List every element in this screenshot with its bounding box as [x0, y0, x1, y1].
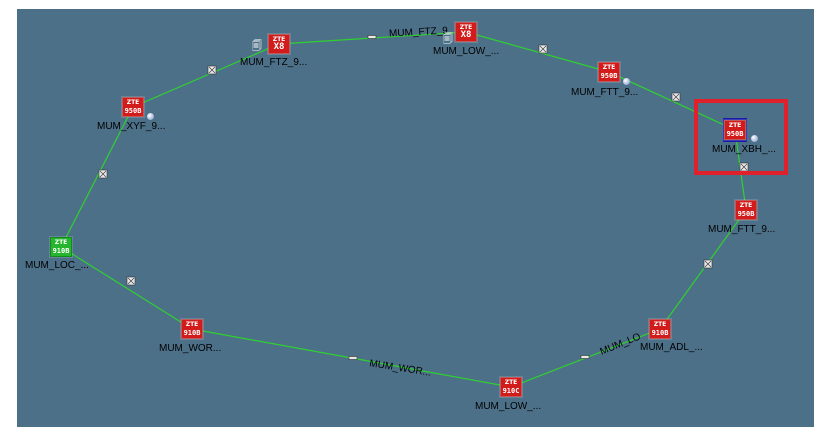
node-label: MUM_FTT_9... [571, 87, 639, 98]
highlight-rectangle [694, 99, 788, 175]
status-ball-icon [751, 135, 758, 142]
link-markers [98, 35, 749, 360]
node-label: MUM_FTT_9... [708, 224, 776, 235]
node-label: MUM_LOC_... [25, 260, 89, 271]
link-loc-xyf[interactable] [60, 106, 134, 248]
link-ftt2-adl[interactable] [659, 209, 747, 330]
node-label: MUM_WOR... [159, 343, 222, 354]
link-wor-loc[interactable] [60, 246, 193, 330]
stack-icon: 🗐 [252, 41, 262, 52]
node-label: MUM_XBH_... [712, 144, 776, 155]
link-low-ftt[interactable] [465, 31, 610, 73]
node-label: MUM_LOW_... [475, 401, 542, 412]
node-label: MUM_ADL_... [640, 342, 703, 353]
node-label: MUM_LOW_... [433, 46, 500, 57]
node-label: MUM_FTZ_9... [240, 57, 308, 68]
status-ball-icon [623, 78, 630, 85]
link-xyf-ftz[interactable] [132, 43, 280, 108]
node-label: MUM_XYF_9... [97, 121, 166, 132]
links-layer [60, 31, 749, 388]
stack-icon: 🗐 [443, 34, 453, 45]
status-ball-icon [147, 113, 154, 120]
